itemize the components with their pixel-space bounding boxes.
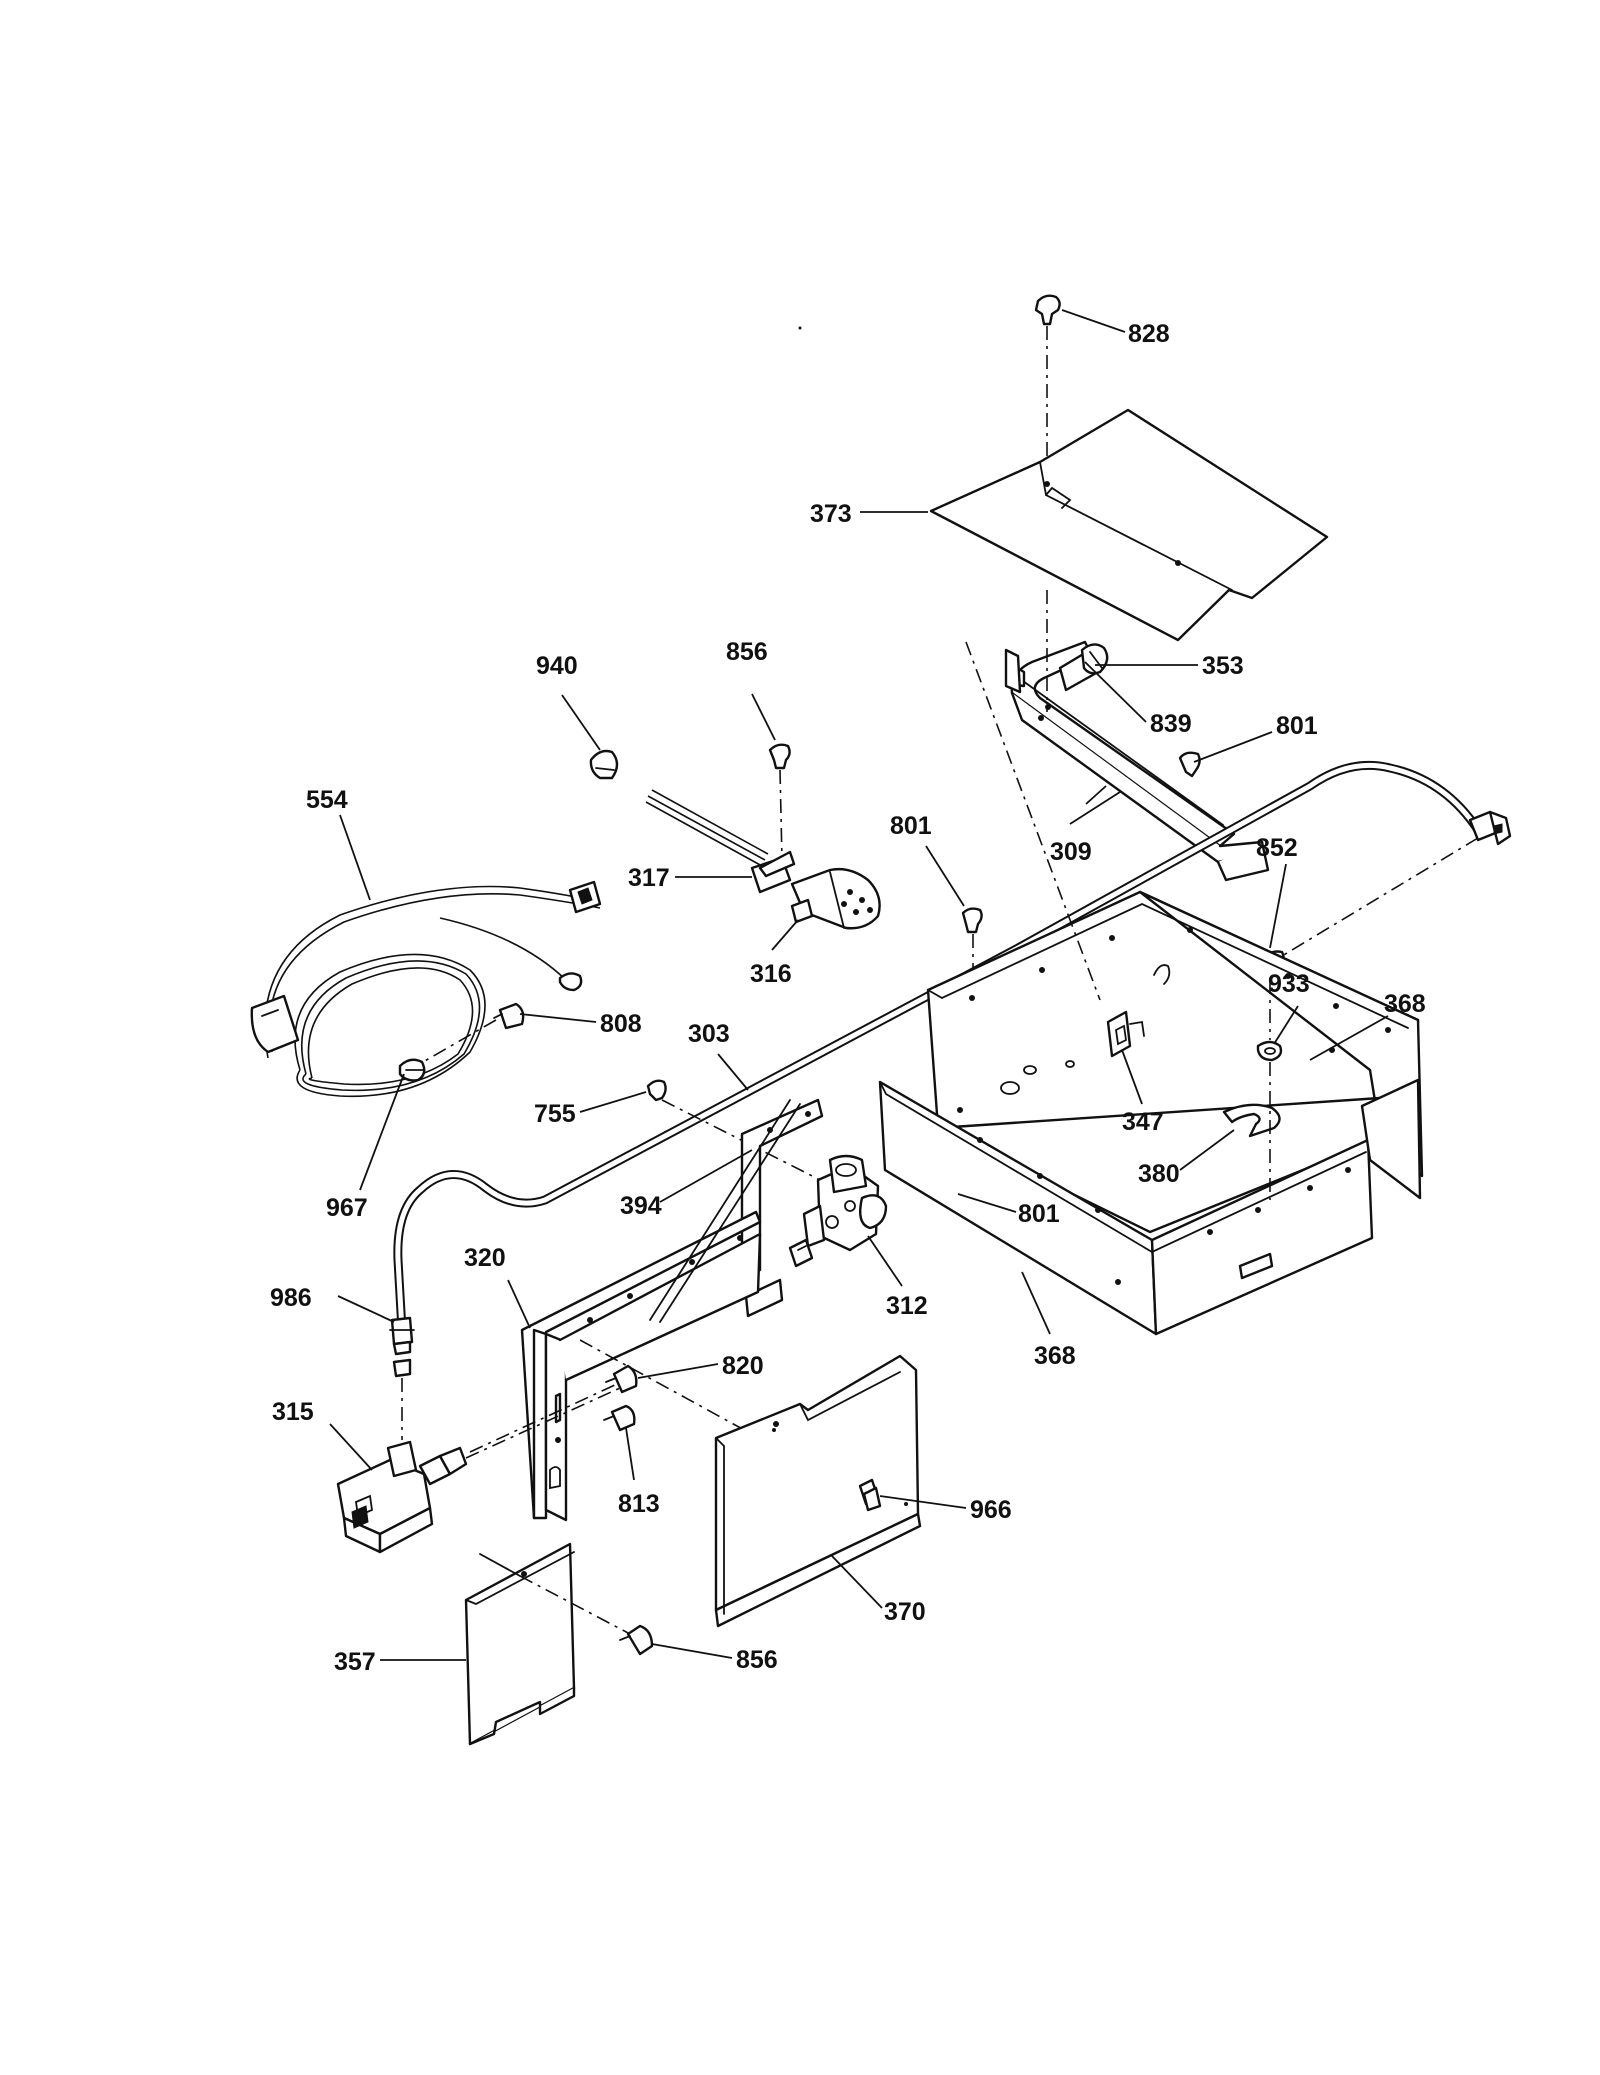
callout-320: 320 — [464, 1244, 506, 1272]
callout-368-lower: 368 — [1034, 1342, 1076, 1370]
callout-967: 967 — [326, 1194, 368, 1222]
callout-315: 315 — [272, 1398, 314, 1426]
screw-856-upper — [768, 743, 791, 861]
clip-967 — [398, 1058, 426, 1082]
callout-373: 373 — [810, 500, 852, 528]
callout-368-upper: 368 — [1384, 990, 1426, 1018]
igniter-316 — [790, 867, 881, 930]
screw-808 — [415, 1002, 525, 1067]
callout-820: 820 — [722, 1352, 764, 1380]
housing-368 — [878, 890, 1424, 1336]
callout-317: 317 — [628, 864, 670, 892]
cover-370 — [714, 1354, 922, 1628]
bracket-347 — [1106, 1010, 1145, 1058]
clip-933 — [1256, 1040, 1283, 1062]
callout-309: 309 — [1050, 838, 1092, 866]
pressure-regulator-315 — [336, 1387, 621, 1554]
callout-370: 370 — [884, 1598, 926, 1626]
leader-lines — [329, 309, 1389, 1661]
callout-347: 347 — [1122, 1108, 1164, 1136]
igniter-bracket-317 — [645, 789, 796, 894]
screw-966 — [862, 1486, 882, 1512]
callout-394: 394 — [620, 1192, 662, 1220]
callout-856-upper: 856 — [726, 638, 768, 666]
fitting-986 — [389, 1316, 415, 1440]
harness-554 — [250, 880, 602, 1098]
screw-828 — [1034, 294, 1061, 480]
gas-tube-303 — [393, 760, 1483, 1335]
callout-986: 986 — [270, 1284, 312, 1312]
callout-316: 316 — [750, 960, 792, 988]
callout-357: 357 — [334, 1648, 376, 1676]
screw-856-lower — [619, 1624, 654, 1656]
screw-813 — [603, 1404, 636, 1432]
callout-808: 808 — [600, 1010, 642, 1038]
heat-shield-373 — [929, 408, 1329, 642]
callout-933: 933 — [1268, 970, 1310, 998]
callout-801-upper: 801 — [1276, 712, 1318, 740]
burner-309 — [1004, 640, 1270, 882]
manifold-bracket-320 — [469, 1099, 873, 1522]
callout-353: 353 — [1202, 652, 1244, 680]
callout-839: 839 — [1150, 710, 1192, 738]
screw-820 — [605, 1364, 638, 1394]
cover-357 — [464, 1542, 631, 1746]
valve-312 — [788, 1154, 888, 1268]
callout-852: 852 — [1256, 834, 1298, 862]
callout-801-lower: 801 — [1018, 1200, 1060, 1228]
bracket-380 — [1222, 980, 1281, 1200]
callout-303: 303 — [688, 1020, 730, 1048]
fitting-852 — [1264, 810, 1512, 976]
callout-554: 554 — [306, 786, 348, 814]
callout-940: 940 — [536, 652, 578, 680]
callout-966: 966 — [970, 1496, 1012, 1524]
callout-312: 312 — [886, 1292, 928, 1320]
cap-940 — [589, 749, 619, 780]
callout-856-lower: 856 — [736, 1646, 778, 1674]
callout-380: 380 — [1138, 1160, 1180, 1188]
callout-labels: 828 373 353 839 801 309 940 856 554 317 … — [270, 320, 1426, 1676]
screw-801-upper — [1178, 751, 1201, 778]
callout-828: 828 — [1128, 320, 1170, 348]
callout-755: 755 — [534, 1100, 576, 1128]
callout-801-middle: 801 — [890, 812, 932, 840]
callout-813: 813 — [618, 1490, 660, 1518]
